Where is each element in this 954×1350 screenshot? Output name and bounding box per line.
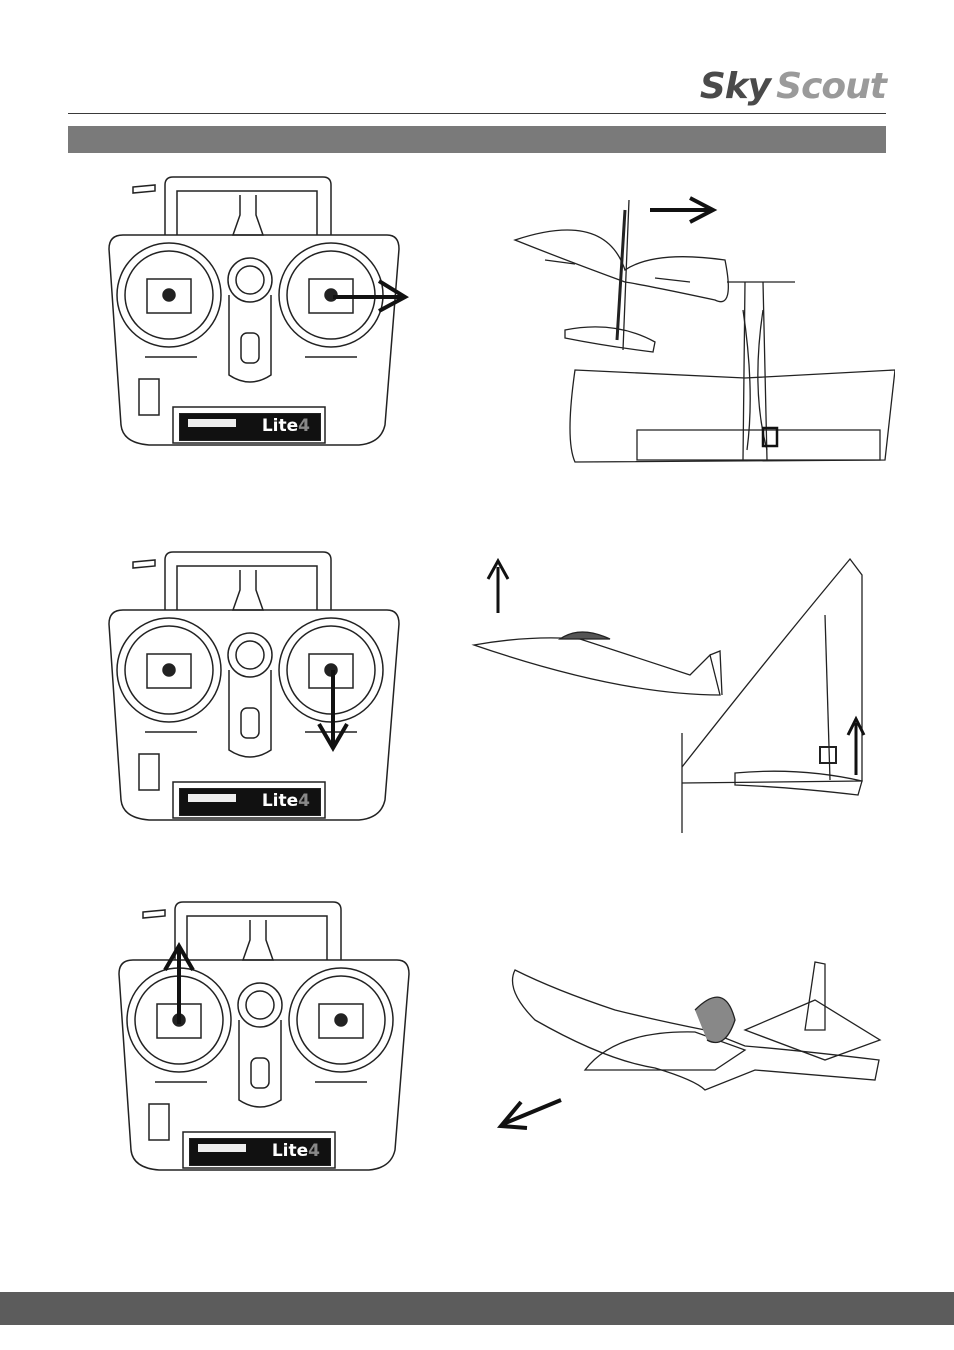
down-arrow (313, 668, 353, 754)
header-rule (68, 113, 886, 114)
section-title-bar (68, 126, 886, 153)
lite-number: 4 (298, 416, 310, 436)
right-arrow (331, 275, 411, 315)
lite-number: 4 (308, 1141, 320, 1161)
aircraft-perspective-view (495, 960, 890, 1140)
aircraft-top-view (505, 190, 895, 470)
logo-word-scout: Scout (776, 66, 886, 107)
lite-number: 4 (298, 791, 310, 811)
lite-label: Lite (272, 1141, 308, 1161)
aircraft-side-view (470, 555, 890, 835)
up-arrow (159, 940, 199, 1026)
transmitter-illustration-1: Lite4 (105, 175, 405, 465)
transmitter-illustration-3: Lite4 (115, 900, 415, 1190)
lite-label: Lite (262, 416, 298, 436)
transmitter-illustration-2: Lite4 (105, 550, 405, 840)
logo-word-sky: Sky (700, 66, 770, 107)
lite-label: Lite (262, 791, 298, 811)
footer-bar (0, 1292, 954, 1325)
